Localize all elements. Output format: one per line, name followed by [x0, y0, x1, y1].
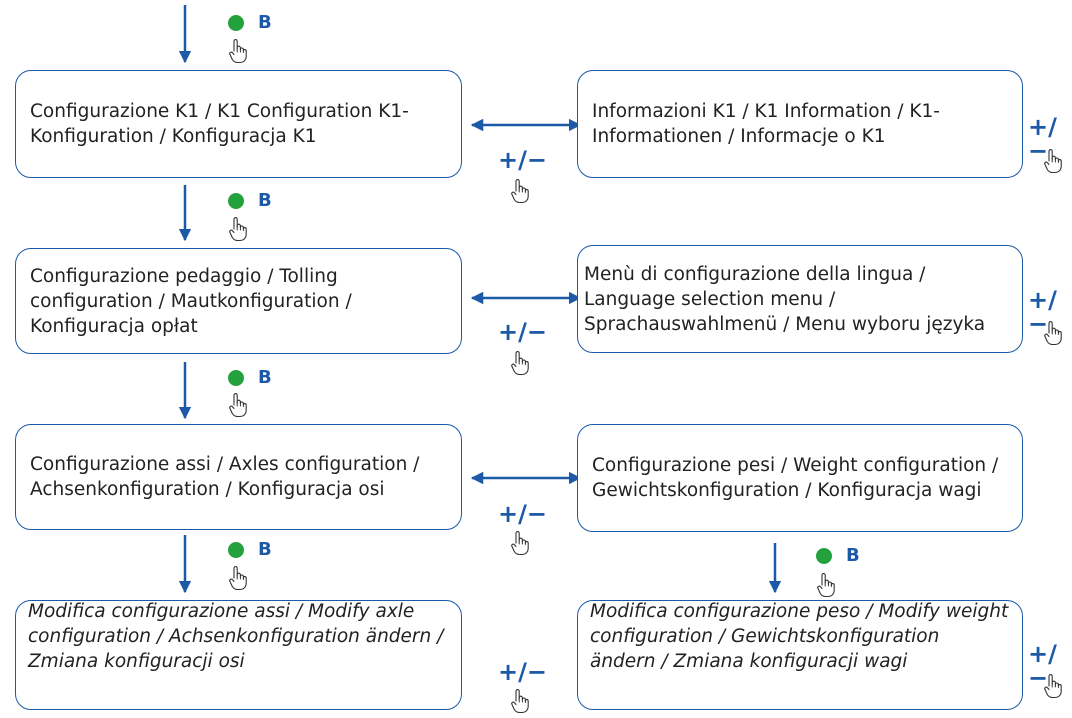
b-button-label: B — [258, 190, 272, 211]
hand-pointer-icon — [814, 572, 836, 598]
box-label: Informazioni K1 / K1 Information / K1-In… — [592, 101, 940, 147]
b-button-label: B — [258, 12, 272, 33]
tolling-configuration-box: Configurazione pedaggio / Tolling config… — [15, 248, 462, 354]
hand-pointer-icon — [1041, 320, 1063, 346]
plus-minus-label: +/− — [498, 318, 547, 346]
box-label: Configurazione pedaggio / Tolling config… — [30, 265, 352, 337]
b-button-label: B — [258, 539, 272, 560]
plus-minus-label: +/− — [498, 500, 547, 528]
k1-information-box: Informazioni K1 / K1 Information / K1-In… — [577, 70, 1023, 178]
green-dot-icon — [228, 15, 244, 31]
hand-pointer-icon — [508, 688, 530, 714]
hand-pointer-icon — [226, 565, 248, 591]
axles-configuration-box: Configurazione assi / Axles configuratio… — [15, 424, 462, 530]
language-menu-box: Menù di configurazione della lingua / La… — [577, 245, 1023, 353]
hand-pointer-icon — [226, 392, 248, 418]
green-dot-icon — [816, 548, 832, 564]
box-label: Configurazione pesi / Weight configurati… — [592, 455, 999, 501]
box-label: Menù di configurazione della lingua / La… — [584, 263, 986, 335]
box-label: Modifica configurazione peso / Modify we… — [590, 601, 1009, 672]
plus-minus-label: +/− — [498, 146, 547, 174]
flow-diagram — [178, 5, 832, 594]
hand-pointer-icon — [226, 216, 248, 242]
green-dot-icon — [228, 370, 244, 386]
b-button-label: B — [846, 545, 860, 566]
hand-pointer-icon — [508, 530, 530, 556]
weight-configuration-box: Configurazione pesi / Weight configurati… — [577, 424, 1023, 532]
hand-pointer-icon — [226, 38, 248, 64]
hand-pointer-icon — [508, 350, 530, 376]
plus-minus-label: +/− — [1028, 286, 1057, 338]
box-label: Configurazione K1 / K1 Configuration K1-… — [30, 101, 409, 147]
modify-axle-box: Modifica configurazione assi / Modify ax… — [15, 600, 462, 710]
plus-minus-label: +/− — [1028, 113, 1057, 165]
plus-minus-label: +/− — [498, 658, 547, 686]
box-label: Modifica configurazione assi / Modify ax… — [28, 601, 444, 672]
hand-pointer-icon — [1041, 673, 1063, 699]
hand-pointer-icon — [508, 178, 530, 204]
green-dot-icon — [228, 542, 244, 558]
b-button-label: B — [258, 367, 272, 388]
box-label: Configurazione assi / Axles configuratio… — [30, 454, 420, 500]
plus-minus-label: +/− — [1028, 640, 1057, 692]
modify-weight-box: Modifica configurazione peso / Modify we… — [577, 600, 1023, 710]
hand-pointer-icon — [1041, 148, 1063, 174]
green-dot-icon — [228, 193, 244, 209]
k1-configuration-box: Configurazione K1 / K1 Configuration K1-… — [15, 70, 462, 178]
